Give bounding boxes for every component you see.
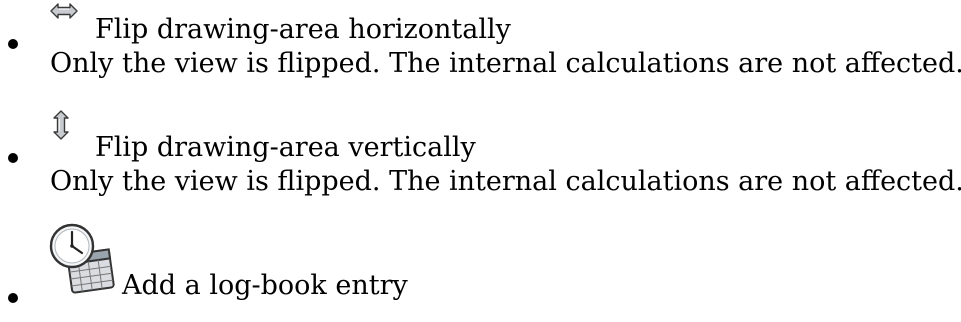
- flip-vertical-icon: [53, 110, 69, 140]
- clock-calendar-icon: [49, 223, 115, 294]
- item-description: Only the view is flipped. The internal c…: [50, 166, 961, 197]
- item-title: Flip drawing-area horizontally: [95, 14, 511, 45]
- item-title: Flip drawing-area vertically: [95, 132, 476, 163]
- flip-horizontal-icon: [50, 3, 78, 19]
- item-description: Only the view is flipped. The internal c…: [50, 48, 961, 79]
- bullet: [8, 39, 18, 49]
- bullet: [8, 293, 18, 303]
- bullet: [8, 153, 18, 163]
- item-title: Add a log-book entry: [122, 270, 408, 301]
